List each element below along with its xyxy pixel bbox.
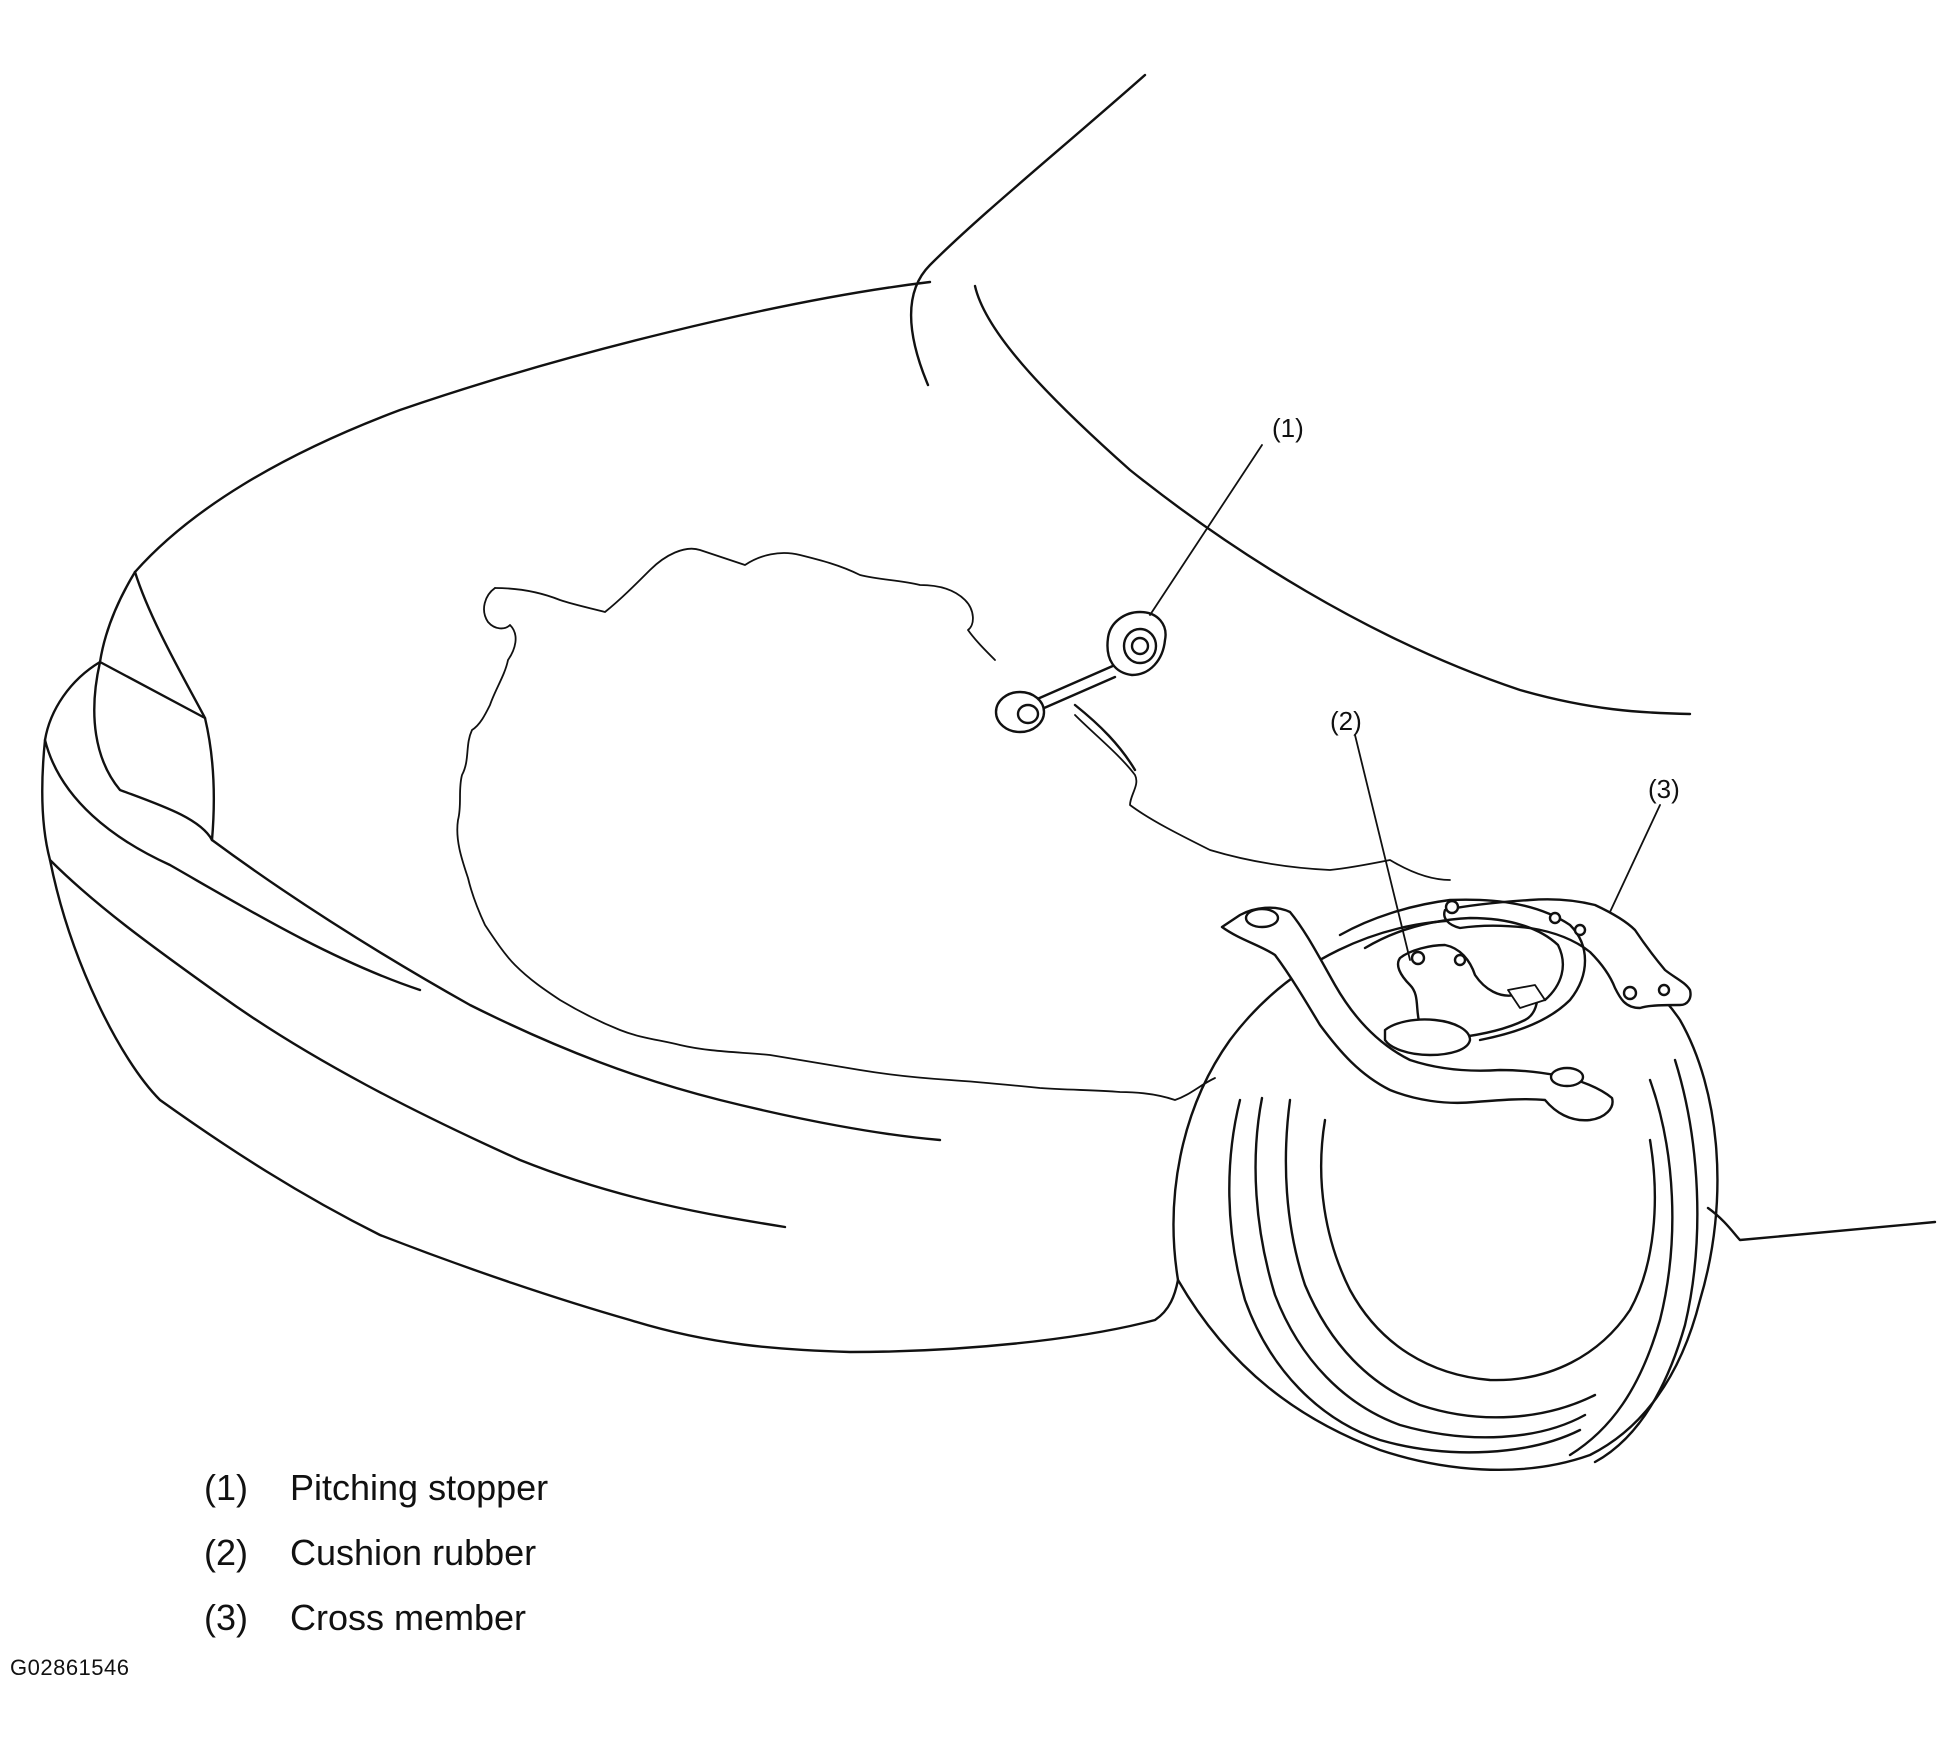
callout-3: (3)	[1648, 774, 1680, 804]
leader-line-1	[1149, 444, 1263, 616]
cross-member-hole-1	[1444, 899, 1460, 915]
cross-member	[1220, 898, 1692, 1122]
headlight-outline	[93, 570, 215, 842]
tire-outer	[1172, 918, 1719, 1471]
cross-member-hole-3	[1573, 923, 1587, 937]
pitching-stopper-bracket-line	[1073, 703, 1137, 772]
cushion-rubber-block	[1507, 984, 1546, 1009]
bumper-lower-line	[48, 858, 1180, 1354]
parts-legend: (1) Pitching stopper (2) Cushion rubber …	[204, 1455, 804, 1650]
transmission-outline	[456, 587, 1216, 1101]
cross-member-bolt-front	[1549, 1066, 1585, 1088]
bumper-mid-line	[41, 738, 787, 1229]
hood-cowl-curve	[973, 284, 1692, 716]
pitching-stopper	[994, 610, 1167, 772]
transmission-top-outline	[494, 547, 996, 661]
legend-item-pitching-stopper: (1) Pitching stopper	[204, 1455, 804, 1520]
cross-member-ring-inner	[1363, 916, 1565, 1002]
cushion-rubber-pad	[1383, 1018, 1472, 1057]
transmission-rear-outline	[1074, 714, 1451, 881]
tire-right-2	[1593, 1058, 1699, 1464]
windshield-line	[909, 73, 1147, 387]
cross-member-left-arm	[1220, 906, 1614, 1122]
cushion-rubber	[1383, 943, 1546, 1057]
pitching-stopper-rod	[1033, 663, 1117, 714]
legend-item-cross-member: (3) Cross member	[204, 1585, 804, 1650]
legend-number: (3)	[204, 1597, 248, 1638]
tire-sidewall-mid	[1254, 1096, 1587, 1439]
cross-member-hole-2	[1548, 911, 1562, 925]
tire-sidewall-inner	[1284, 1098, 1597, 1419]
legend-item-cushion-rubber: (2) Cushion rubber	[204, 1520, 804, 1585]
cross-member-hole-5	[1657, 983, 1671, 997]
tire-right-1	[1568, 1078, 1674, 1457]
wheel	[1172, 918, 1937, 1471]
leader-line-2	[1354, 734, 1411, 961]
cushion-rubber-hole-2	[1453, 953, 1467, 967]
bumper-upper-line	[43, 660, 422, 992]
callout-1: (1)	[1272, 413, 1304, 443]
pitching-stopper-small-bushing-hole	[1016, 703, 1040, 725]
fender-line	[210, 838, 942, 1142]
body-side-line	[1706, 1206, 1937, 1242]
hood-top-edge	[133, 280, 932, 574]
rim-inner	[1320, 1118, 1656, 1382]
headlight-inner-line	[133, 570, 207, 720]
cross-member-ring	[1338, 898, 1587, 1042]
cross-member-hole-4	[1622, 985, 1638, 1001]
legend-number: (2)	[204, 1532, 248, 1573]
callout-2: (2)	[1330, 706, 1362, 736]
legend-label: Cushion rubber	[290, 1532, 537, 1573]
legend-label: Pitching stopper	[290, 1467, 549, 1508]
tire-sidewall-outer	[1228, 1098, 1582, 1454]
cushion-rubber-hole-1	[1410, 950, 1426, 966]
cross-member-bolt-left	[1244, 907, 1280, 929]
pitching-stopper-large-bushing-hole	[1130, 636, 1150, 656]
legend-label: Cross member	[290, 1597, 527, 1638]
leader-line-3	[1609, 804, 1661, 913]
figure-code: G02861546	[10, 1655, 130, 1680]
legend-number: (1)	[204, 1467, 248, 1508]
